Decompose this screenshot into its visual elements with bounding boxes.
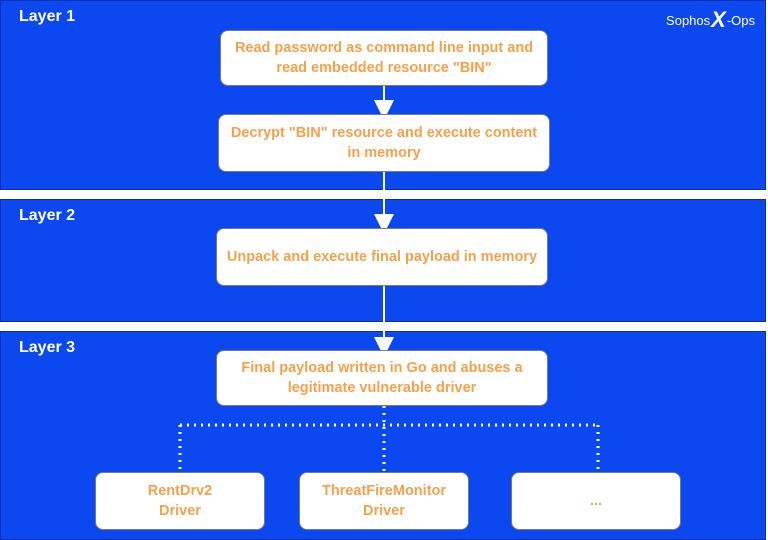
dotted-branch-connectors xyxy=(178,406,600,472)
logo-name: Sophos xyxy=(666,12,711,28)
rentdrv2-driver-box: RentDrv2 Driver xyxy=(95,472,265,530)
logo-suffix: -Ops xyxy=(726,12,755,28)
layer-3-title: Layer 3 xyxy=(19,339,76,356)
threatfire-driver-box: ThreatFireMonitor Driver xyxy=(299,472,469,530)
read-password-box: Read password as command line input and … xyxy=(220,30,548,86)
sophos-xops-logo: Sophos X -Ops xyxy=(666,7,755,32)
decrypt-bin-box: Decrypt "BIN" resource and execute conte… xyxy=(218,114,550,172)
more-drivers-box: ... xyxy=(511,472,681,530)
unpack-payload-box: Unpack and execute final payload in memo… xyxy=(216,228,548,286)
final-payload-box: Final payload written in Go and abuses a… xyxy=(216,350,548,406)
layer-1-title: Layer 1 xyxy=(19,8,76,25)
layer-2-title: Layer 2 xyxy=(19,207,76,224)
logo-x-mark: X xyxy=(711,7,726,32)
